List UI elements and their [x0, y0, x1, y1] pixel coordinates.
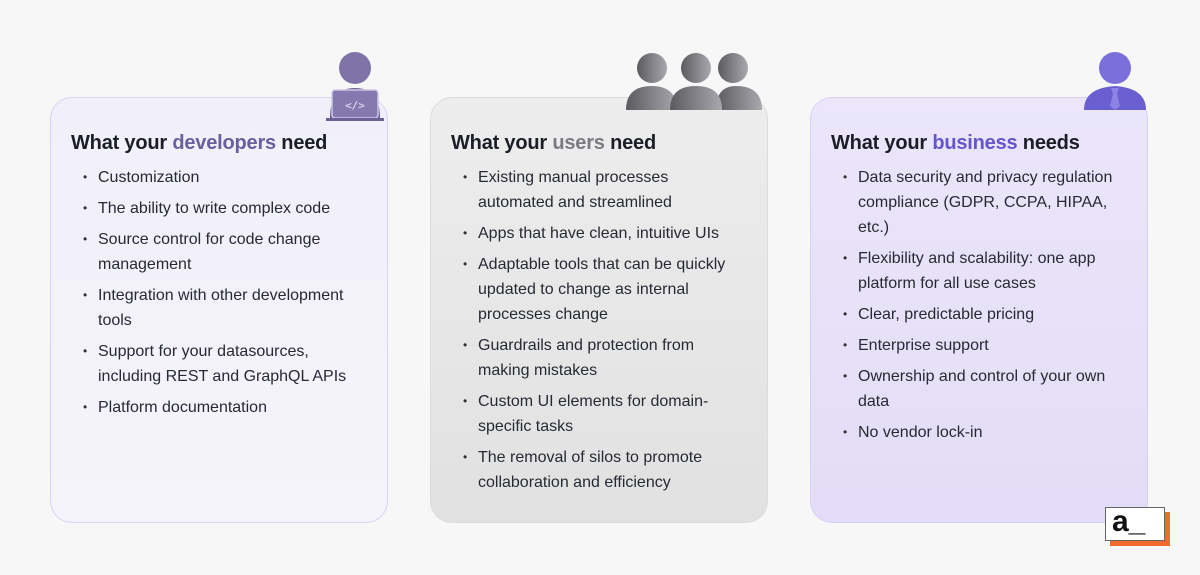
list-item: Data security and privacy regulation com…: [843, 165, 1127, 240]
list-item: Customization: [83, 165, 367, 190]
list-item: The removal of silos to promote collabor…: [463, 445, 747, 495]
list-item: Clear, predictable pricing: [843, 302, 1127, 327]
appsmith-logo: a_: [1105, 507, 1165, 541]
list-item: Guardrails and protection from making mi…: [463, 333, 747, 383]
developer-laptop-icon: </>: [326, 52, 384, 121]
business-card: What your business needs Data security a…: [810, 97, 1148, 523]
needs-list: Data security and privacy regulation com…: [831, 165, 1127, 445]
list-item: Adaptable tools that can be quickly upda…: [463, 252, 747, 327]
needs-list: Existing manual processes automated and …: [451, 165, 747, 495]
list-item: Source control for code change managemen…: [83, 227, 367, 277]
svg-text:</>: </>: [345, 99, 365, 112]
list-item: The ability to write complex code: [83, 196, 367, 221]
list-item: Flexibility and scalability: one app pla…: [843, 246, 1127, 296]
business-person-icon: [1084, 52, 1146, 110]
needs-list: CustomizationThe ability to write comple…: [71, 165, 367, 420]
card-title: What your business needs: [831, 132, 1080, 154]
card-title: What your users need: [451, 132, 656, 154]
card-title: What your developers need: [71, 132, 328, 154]
users-card: What your users need Existing manual pro…: [430, 97, 768, 523]
list-item: No vendor lock-in: [843, 420, 1127, 445]
list-item: Existing manual processes automated and …: [463, 165, 747, 215]
list-item: Platform documentation: [83, 395, 367, 420]
list-item: Ownership and control of your own data: [843, 364, 1127, 414]
users-group-icon: [626, 53, 762, 110]
developers-card: What your developers need CustomizationT…: [50, 97, 388, 523]
list-item: Apps that have clean, intuitive UIs: [463, 221, 747, 246]
list-item: Support for your datasources, including …: [83, 339, 367, 389]
list-item: Enterprise support: [843, 333, 1127, 358]
list-item: Integration with other development tools: [83, 283, 367, 333]
list-item: Custom UI elements for domain-specific t…: [463, 389, 747, 439]
